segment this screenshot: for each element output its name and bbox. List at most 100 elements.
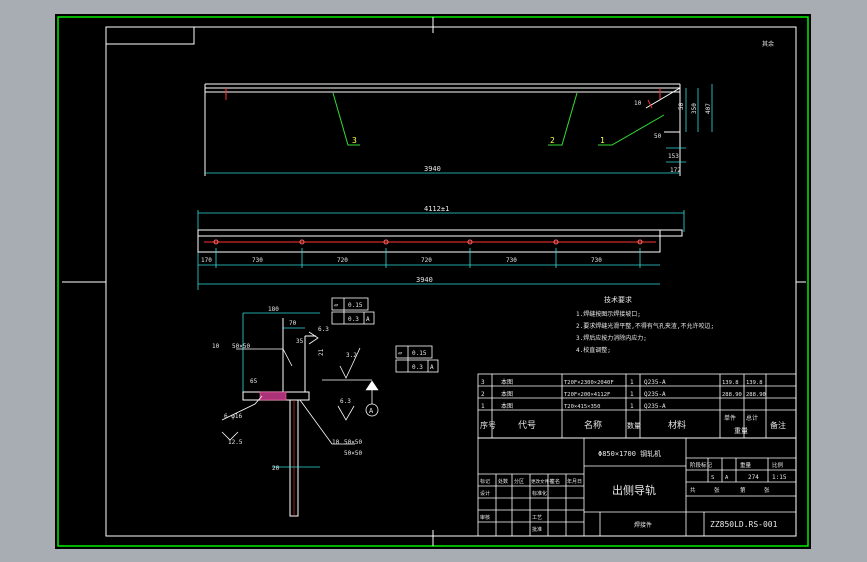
- role-standard: 标准化: [532, 490, 547, 497]
- rev-date: 年月日: [567, 478, 582, 485]
- weld-note-size-b: 50×50: [344, 439, 362, 446]
- roughness-6-3: 6.3: [340, 398, 351, 405]
- title-block-text: Φ850×1700 钢轧机 出侧导轨 ZZ850LD.RS-001 焊接件 1:…: [480, 449, 787, 533]
- status-label-mass: 重量: [740, 461, 752, 469]
- code-box: [105, 26, 195, 45]
- dim-153: 153: [668, 153, 679, 160]
- weld-note-10: 10: [212, 343, 220, 350]
- dim-50-diag: 50: [654, 133, 662, 140]
- seg-720-a: 720: [337, 257, 348, 264]
- sheet-total-unit: 张: [714, 486, 720, 494]
- rev-doc: 更改文件号: [531, 478, 554, 485]
- gdt2-datum: A: [430, 364, 434, 371]
- part-2-name: T20F×200×4112F: [564, 392, 610, 398]
- part-1-no: 1: [481, 403, 485, 410]
- sheet-total-label: 共: [690, 486, 696, 494]
- hole-depth: 12.5: [228, 439, 243, 446]
- part-2-code: 本图: [501, 390, 513, 398]
- dim-overall-top: 3940: [424, 165, 441, 173]
- hdr-name: 名称: [584, 419, 602, 431]
- role-process: 工艺: [532, 515, 542, 521]
- top-view: 3 2 1 3940 50 350 407 10 50 153 172: [204, 83, 713, 176]
- parts-rows: 3 本图 T20F×2300×2040F 1 Q235-A 139.8 139.…: [480, 378, 786, 435]
- hdr-remark: 备注: [770, 420, 786, 430]
- datum-a-label: A: [369, 407, 374, 415]
- hdr-qty: 数量: [627, 421, 641, 430]
- part-2-no: 2: [481, 391, 485, 398]
- rev-sign: 签名: [550, 478, 560, 485]
- corner-roughness-mark: 其余: [762, 40, 774, 48]
- balloon-3: 3: [352, 136, 357, 145]
- balloon-1: 1: [600, 136, 605, 145]
- part-1-name: T20×415×350: [564, 404, 600, 410]
- gdt1-tolerance: 0.15: [348, 302, 363, 309]
- tech-req-item-4: 4.校直调整;: [576, 346, 611, 354]
- role-approve: 批准: [532, 526, 542, 533]
- scale-value: 1:15: [772, 474, 787, 481]
- dim-65: 65: [250, 378, 258, 385]
- dim-50-vertical: 50: [678, 102, 685, 110]
- rev-zone: 分区: [514, 478, 524, 485]
- part-2-qty: 1: [630, 391, 634, 398]
- stage-a: A: [725, 475, 729, 481]
- dim-21: 21: [318, 348, 325, 356]
- dim-10: 10: [634, 100, 642, 107]
- side-view: 4112±1 170 730 720 720 730 730 3940: [197, 205, 685, 290]
- dim-20: 20: [272, 465, 280, 472]
- seg-730-c: 730: [591, 257, 602, 264]
- drawing-sheet: [55, 14, 811, 549]
- drawing-number: ZZ850LD.RS-001: [710, 520, 778, 529]
- part-1-qty: 1: [630, 403, 634, 410]
- part-2-weight: 288.90: [722, 392, 742, 398]
- gdt2-symbol: ▱: [398, 349, 403, 357]
- weld-note-size-a: 50×50: [232, 343, 250, 350]
- status-label-scale: 比例: [772, 461, 784, 469]
- gdt1-datum: A: [366, 316, 370, 323]
- seg-730-a: 730: [252, 257, 263, 264]
- tech-req-item-1: 1.焊缝按图示焊接坡口;: [576, 310, 641, 318]
- part-1-code: 本图: [501, 402, 513, 410]
- rev-count: 处数: [498, 478, 508, 485]
- status-label-stage: 阶段标记: [690, 461, 713, 469]
- dim-172: 172: [670, 167, 681, 174]
- material-label: 焊接件: [634, 521, 652, 529]
- seg-170: 170: [201, 257, 212, 264]
- gdt2-ref-tolerance: 0.3: [412, 364, 423, 371]
- stage-s: S: [711, 475, 714, 481]
- part-2-total: 288.90: [746, 392, 766, 398]
- gdt1-ref-tolerance: 0.3: [348, 316, 359, 323]
- project-name: Φ850×1700 钢轧机: [598, 449, 661, 458]
- drawing-title: 出侧导轨: [612, 483, 656, 497]
- section-view: 180 70 35 21 65 20 ▱ 0.15 0.3 A 6.3 ▱ 0.…: [212, 297, 439, 517]
- title-block-grid: [477, 437, 797, 537]
- balloon-2: 2: [550, 136, 555, 145]
- hdr-total: 总计: [746, 414, 758, 422]
- dim-bottom-length: 3940: [416, 276, 433, 284]
- gdt2-tolerance: 0.15: [412, 350, 427, 357]
- hdr-weight: 单件: [724, 414, 736, 422]
- seg-720-b: 720: [421, 257, 432, 264]
- center-marks: [62, 17, 806, 546]
- hdr-mass: 重量: [734, 427, 748, 435]
- seg-730-b: 730: [506, 257, 517, 264]
- part-3-no: 3: [481, 379, 485, 386]
- gdt1-symbol: ▱: [334, 301, 339, 309]
- tech-req-item-2: 2.要求焊缝光滑平整,不得有气孔夹渣,不允许咬边;: [576, 322, 714, 330]
- dim-407: 407: [705, 103, 712, 114]
- weld-note-10b: 10: [332, 439, 340, 446]
- hdr-code: 代号: [518, 420, 536, 431]
- rev-mark: 标记: [480, 478, 490, 485]
- dim-350: 350: [691, 103, 698, 114]
- mass-value: 274: [748, 474, 759, 481]
- part-3-weight: 139.8: [722, 380, 739, 386]
- dim-total-length: 4112±1: [424, 205, 449, 213]
- sheet-no-label: 第: [740, 486, 746, 494]
- part-3-total: 139.8: [746, 380, 763, 386]
- role-review: 审核: [480, 514, 490, 521]
- part-3-qty: 1: [630, 379, 634, 386]
- tech-req-item-3: 3.焊后应按力消除内应力;: [576, 334, 647, 342]
- hdr-no: 序号: [480, 420, 496, 430]
- tech-requirements: 技术要求 1.焊缝按图示焊接坡口; 2.要求焊缝光滑平整,不得有气孔夹渣,不允许…: [576, 295, 714, 354]
